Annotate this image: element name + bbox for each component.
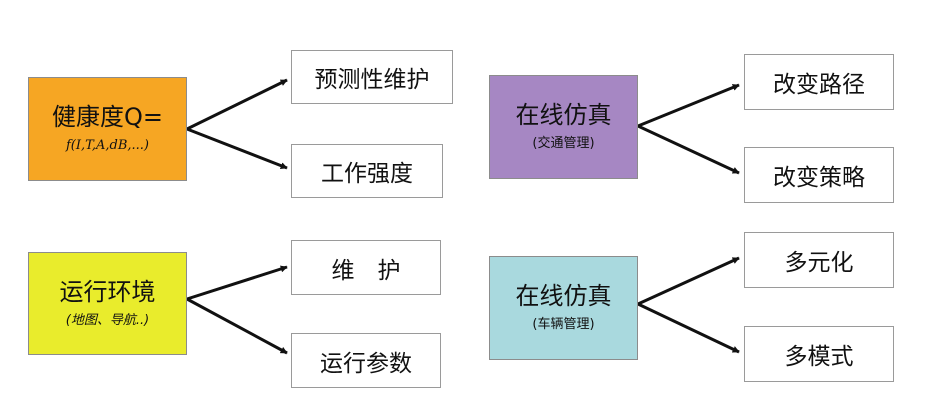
node-multi-mode: 多模式 xyxy=(744,326,894,382)
arrow-traffic-to-strategy xyxy=(637,124,740,175)
node-predictive-maintenance: 预测性维护 xyxy=(291,50,453,104)
node-online-sim-traffic: 在线仿真 (交通管理) xyxy=(489,75,638,179)
node-health-index-formula: f(I,T,A,dB,...) xyxy=(65,138,150,153)
arrow-env-to-maintenance xyxy=(186,265,288,301)
node-diversification-label: 多元化 xyxy=(784,250,854,276)
node-predictive-maintenance-label: 预测性维护 xyxy=(314,67,430,93)
arrow-health-to-workload xyxy=(186,127,288,170)
arrow-vehicle-to-multimode xyxy=(637,302,740,354)
node-online-sim-vehicle: 在线仿真 (车辆管理) xyxy=(489,256,638,360)
arrow-env-to-params xyxy=(186,297,288,355)
node-operating-environment: 运行环境 (地图、导航..) xyxy=(28,252,187,355)
arrow-traffic-to-route xyxy=(637,83,740,128)
node-operating-environment-title: 运行环境 xyxy=(59,277,156,306)
arrow-health-to-predictive xyxy=(186,78,288,131)
node-health-index-title: 健康度Q= xyxy=(52,103,163,131)
node-change-route-label: 改变路径 xyxy=(773,72,865,98)
node-operating-parameters-label: 运行参数 xyxy=(320,350,412,377)
node-change-strategy: 改变策略 xyxy=(744,147,894,203)
node-diversification: 多元化 xyxy=(744,232,894,288)
node-work-intensity-label: 工作强度 xyxy=(321,161,413,187)
node-maintenance: 维 护 xyxy=(291,240,441,295)
node-change-route: 改变路径 xyxy=(744,54,894,110)
node-change-strategy-label: 改变策略 xyxy=(773,165,865,191)
node-health-index: 健康度Q= f(I,T,A,dB,...) xyxy=(28,77,187,181)
node-multi-mode-label: 多模式 xyxy=(784,344,854,370)
node-online-sim-traffic-title: 在线仿真 xyxy=(515,101,612,129)
node-online-sim-vehicle-subtitle: (车辆管理) xyxy=(532,317,595,332)
node-work-intensity: 工作强度 xyxy=(291,144,443,198)
node-online-sim-vehicle-title: 在线仿真 xyxy=(515,282,612,310)
node-maintenance-label: 维 护 xyxy=(331,257,401,284)
arrow-vehicle-to-diversify xyxy=(637,256,740,306)
node-operating-environment-subtitle: (地图、导航..) xyxy=(65,312,150,328)
node-online-sim-traffic-subtitle: (交通管理) xyxy=(532,136,595,151)
node-operating-parameters: 运行参数 xyxy=(291,333,441,388)
